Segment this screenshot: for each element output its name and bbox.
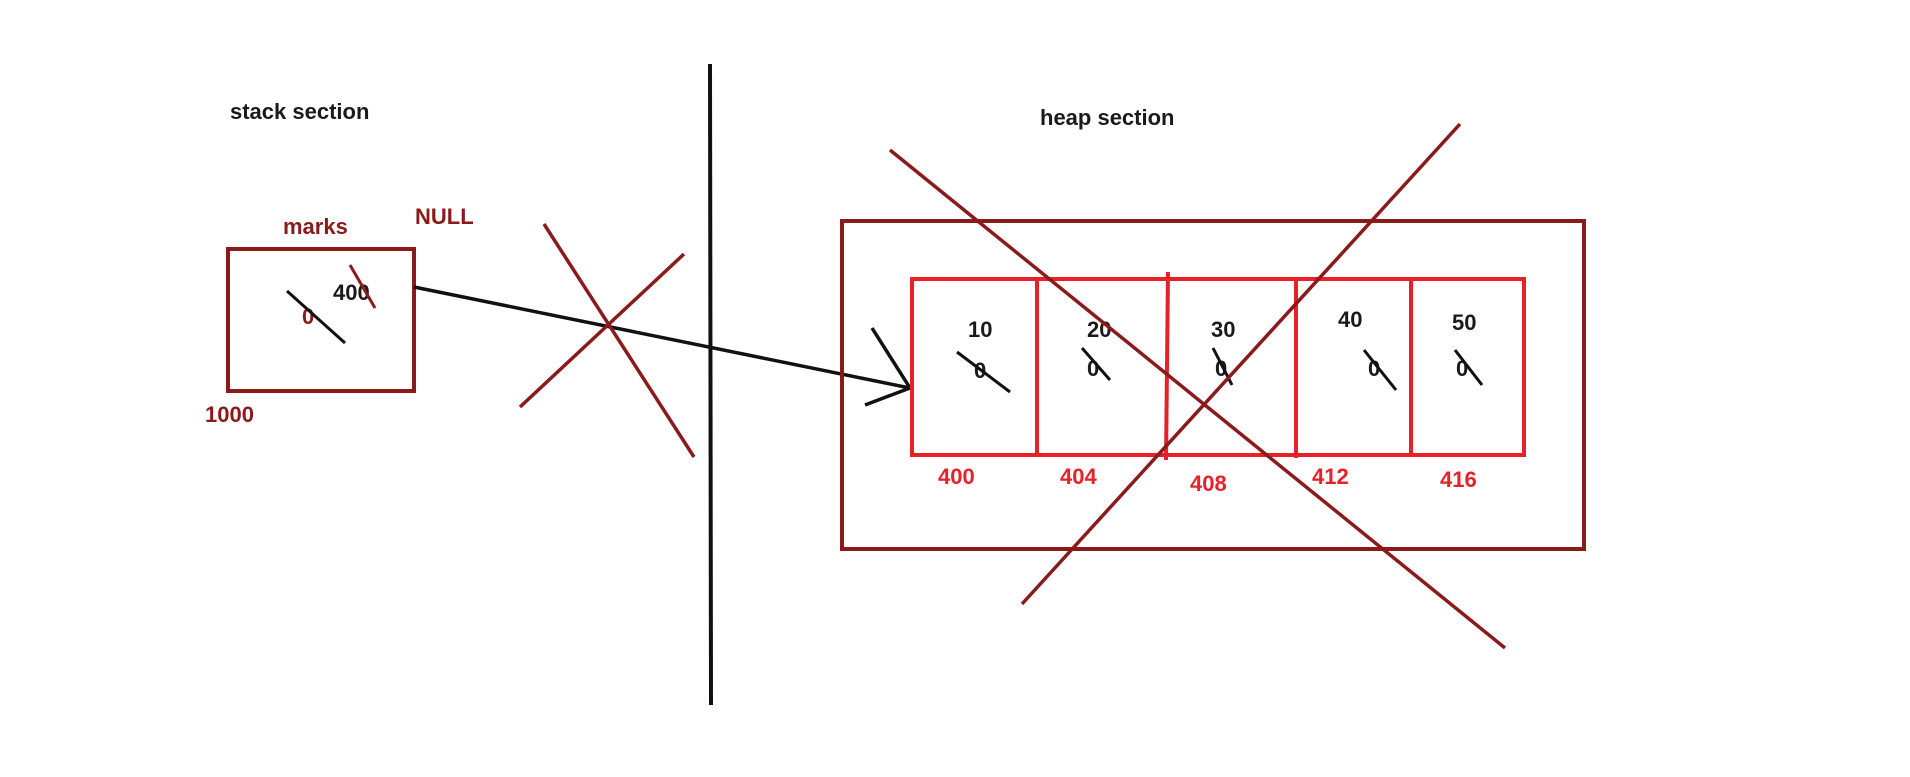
stack-address-label: 1000 — [205, 402, 254, 427]
cell-old-value-strike — [956, 350, 1011, 394]
cell-value: 30 — [1211, 317, 1235, 342]
cell-address: 408 — [1190, 471, 1227, 496]
heap-cross-a — [888, 148, 1507, 650]
cell-value: 50 — [1452, 310, 1476, 335]
heap-array — [910, 277, 1526, 457]
cell-old-value-strike — [1080, 347, 1112, 381]
heap-cross-b — [1020, 122, 1462, 606]
old-stack-value: 0 — [302, 304, 314, 329]
pointer-cross-b — [518, 252, 686, 409]
heap-section-label: heap section — [1040, 105, 1174, 130]
cell-value: 10 — [968, 317, 992, 342]
section-divider — [708, 63, 713, 706]
cell-old-value: 0 — [1215, 356, 1227, 381]
pointer-arrow — [413, 285, 911, 390]
cell-divider-2 — [1164, 271, 1170, 461]
pointer-cross-a — [542, 223, 696, 458]
cell-address: 404 — [1060, 464, 1097, 489]
cell-old-value-strike — [1453, 349, 1484, 386]
cell-old-value-strike — [1362, 349, 1398, 391]
cell-address: 416 — [1440, 467, 1477, 492]
stack-value: 400 — [333, 280, 370, 305]
cell-old-value: 0 — [1368, 356, 1380, 381]
stack-section-label: stack section — [230, 99, 369, 124]
stack-value-strike — [348, 264, 377, 309]
null-label: NULL — [415, 204, 474, 229]
cell-value: 40 — [1338, 307, 1362, 332]
heap-block — [840, 219, 1586, 551]
cell-address: 412 — [1312, 464, 1349, 489]
var-name-label: marks — [283, 214, 348, 239]
pointer-arrowhead-top — [870, 327, 912, 389]
old-stack-value-strike — [285, 289, 347, 345]
pointer-arrowhead-bottom — [864, 386, 911, 407]
cell-address: 400 — [938, 464, 975, 489]
stack-variable-box — [226, 247, 416, 393]
